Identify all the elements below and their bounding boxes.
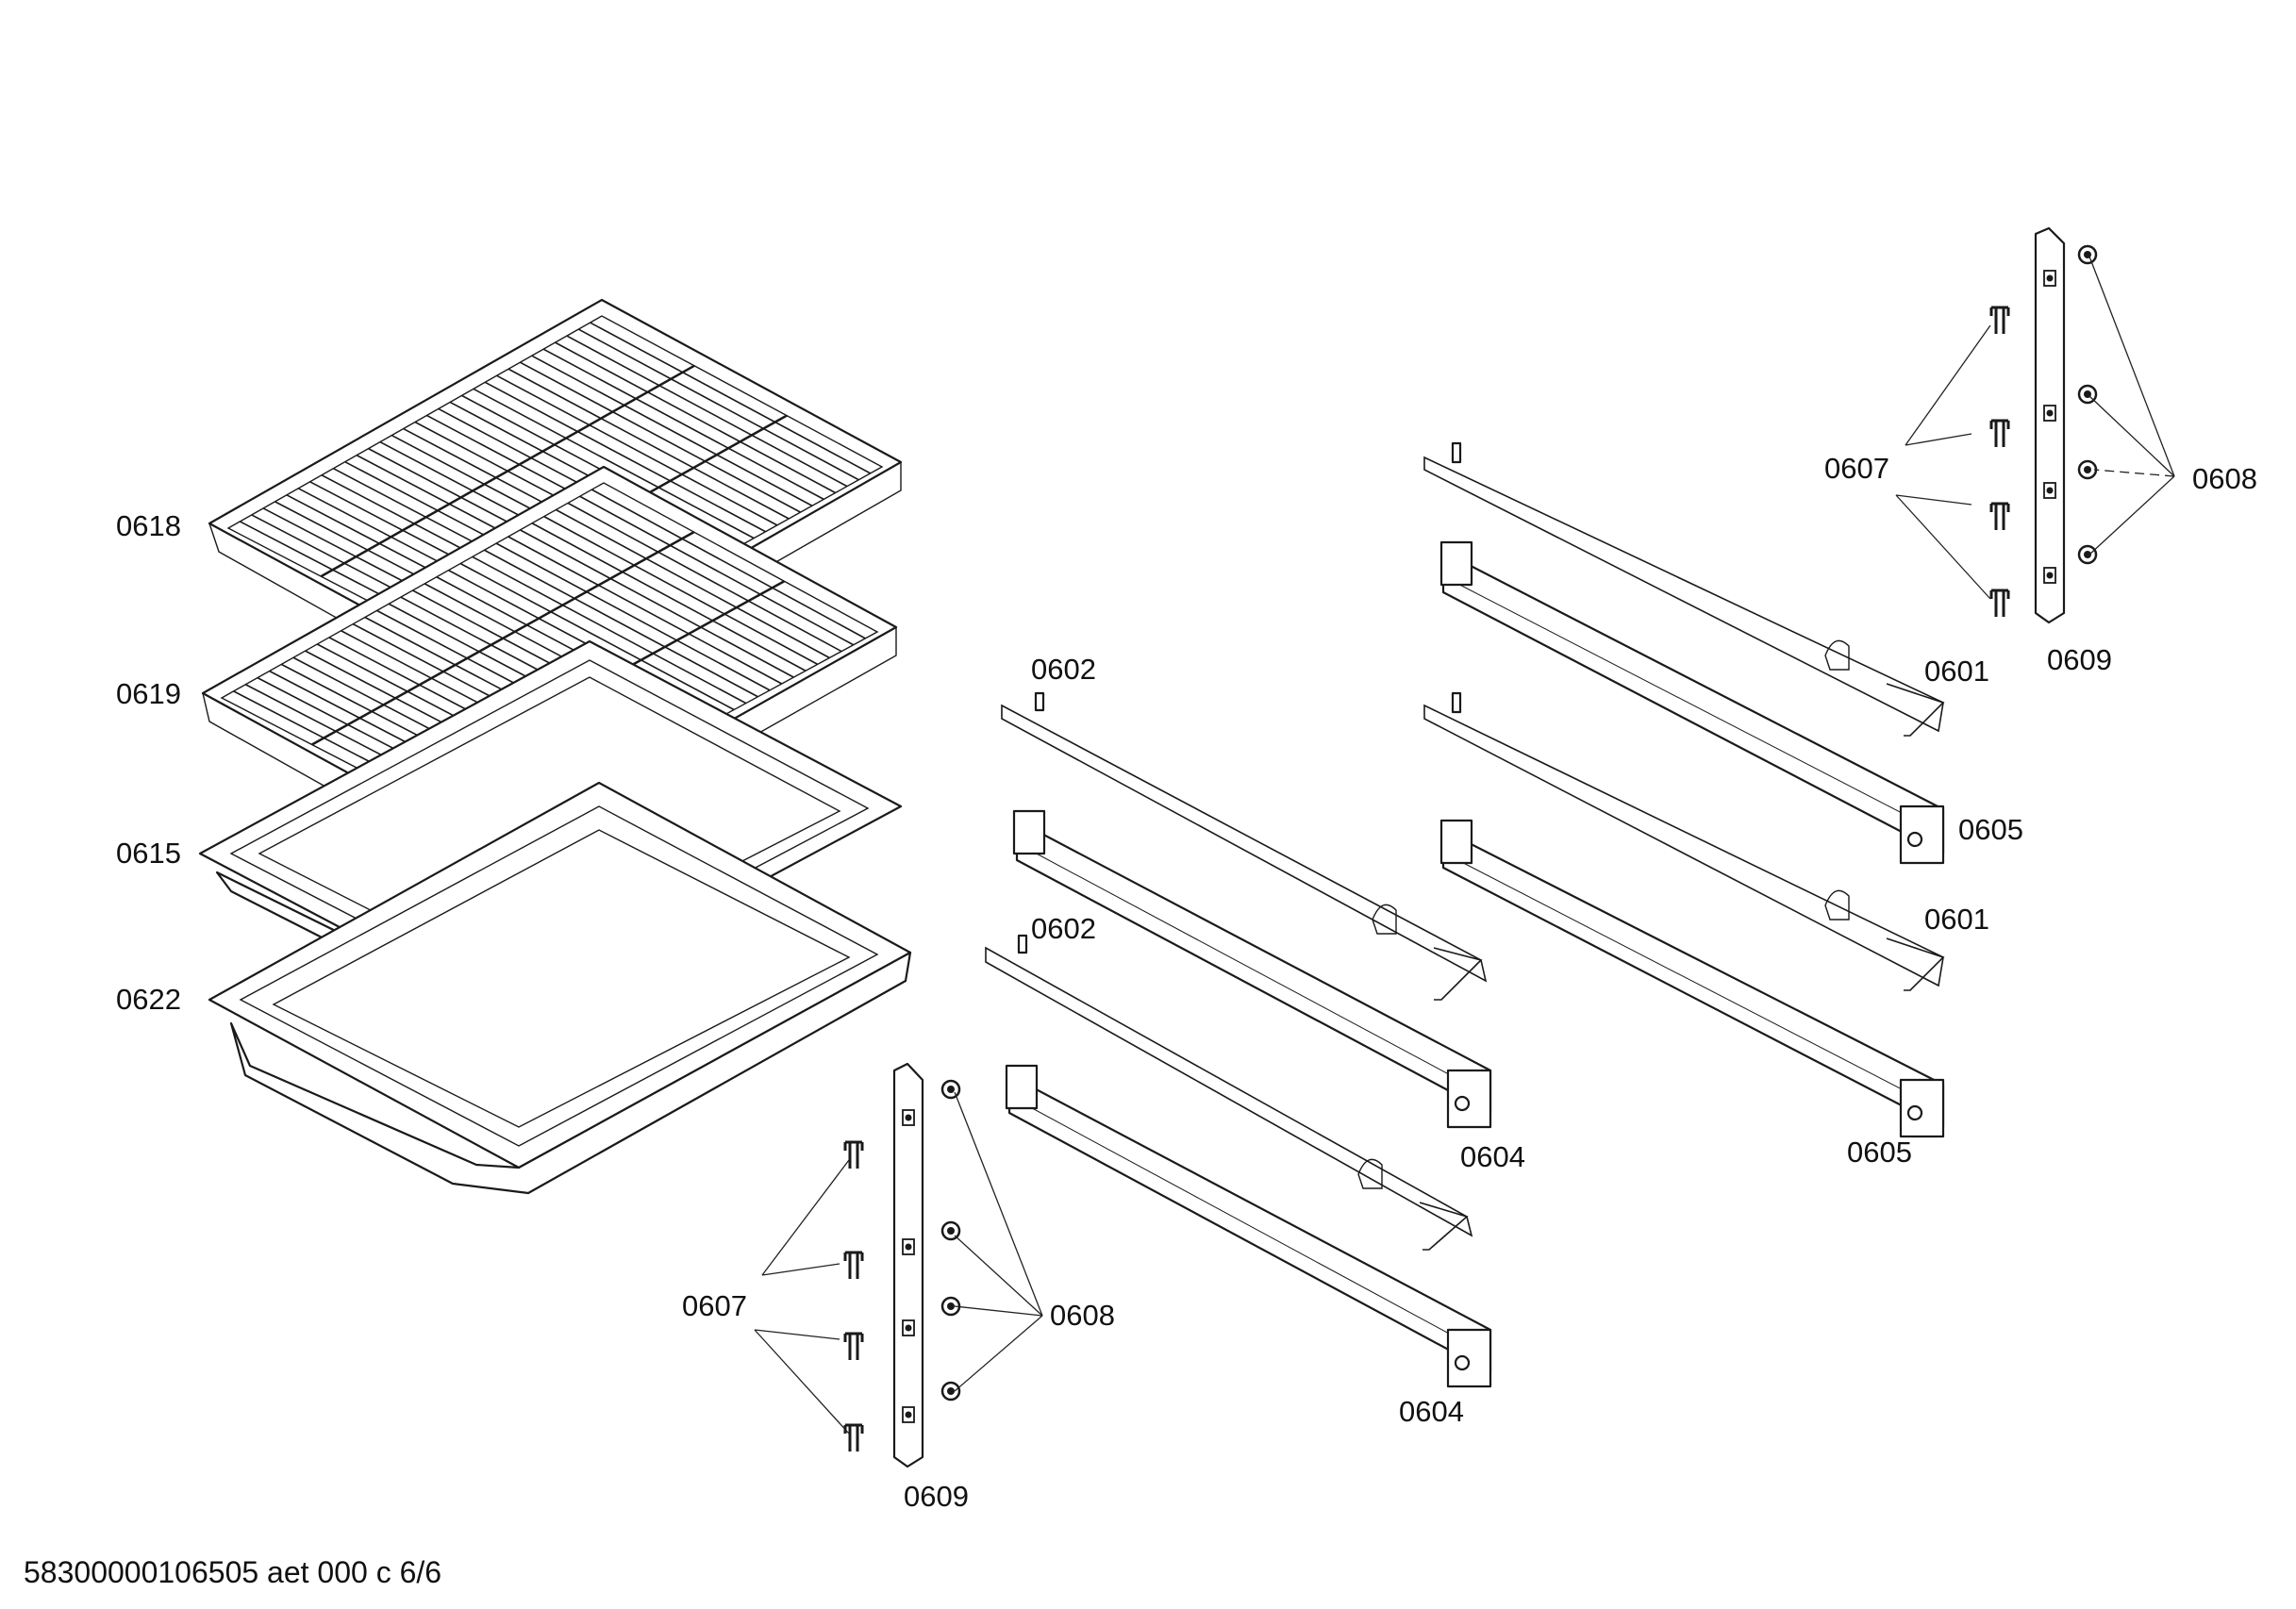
- label-0609-right: 0609: [2047, 643, 2112, 676]
- label-0601-top: 0601: [1924, 655, 1989, 688]
- label-0609-left: 0609: [904, 1480, 969, 1513]
- label-0605-bottom: 0605: [1847, 1136, 1912, 1169]
- label-0607-left: 0607: [682, 1289, 747, 1322]
- telescopic-runner-0605-top: [1439, 540, 1945, 865]
- label-0602-top: 0602: [1031, 653, 1096, 686]
- leader-lines: [754, 256, 2175, 1435]
- drawing-reference-footer: 58300000106505 aet 000 c 6/6: [24, 1555, 441, 1589]
- label-0618: 0618: [116, 509, 181, 542]
- label-0604-top: 0604: [1460, 1140, 1525, 1173]
- telescopic-runner-0604-bottom: [1005, 1064, 1492, 1388]
- label-0601-bottom: 0601: [1924, 903, 1989, 936]
- mounting-bracket-0609-right: [2034, 226, 2066, 624]
- label-0615: 0615: [116, 837, 181, 870]
- telescopic-runner-0605-bottom: [1439, 819, 1945, 1138]
- fixing-clips-0607-right: [1989, 306, 2010, 617]
- label-0607-right: 0607: [1824, 452, 1889, 485]
- label-0604-bottom: 0604: [1399, 1395, 1464, 1428]
- nuts-0608-left: [940, 1079, 961, 1402]
- telescopic-runner-0604-top: [1012, 809, 1492, 1129]
- shelf-rail-0601-top: [1423, 441, 1945, 737]
- shelf-rail-0602-bottom: [985, 934, 1473, 1251]
- label-0605-top: 0605: [1958, 813, 2023, 846]
- shelf-rail-0602-top: [1001, 691, 1488, 1001]
- mounting-bracket-0609-left: [892, 1062, 924, 1468]
- fixing-clips-0607-left: [843, 1140, 864, 1451]
- label-0608-right: 0608: [2192, 462, 2257, 495]
- deep-roasting-tray-0622: [208, 781, 912, 1195]
- nuts-0608-right: [2077, 244, 2098, 565]
- label-0608-left: 0608: [1050, 1299, 1115, 1332]
- label-0619: 0619: [116, 677, 181, 710]
- shelf-rail-0601-bottom: [1423, 691, 1945, 991]
- label-0602-bottom: 0602: [1031, 912, 1096, 945]
- label-0622: 0622: [116, 983, 181, 1016]
